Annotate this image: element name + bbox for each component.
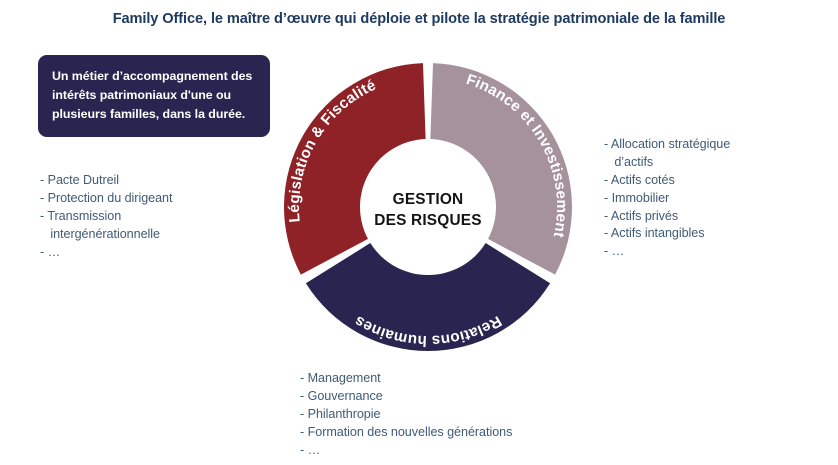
donut-segment[interactable] (430, 63, 572, 275)
donut-segment[interactable] (305, 243, 551, 352)
donut-center-line: GESTION (393, 191, 464, 208)
bullet-legislation-item: - Transmission (40, 208, 122, 223)
bullet-legislation-item: intergénérationnelle (40, 226, 160, 241)
bullet-relations-item: - Formation des nouvelles générations (300, 424, 513, 439)
bullet-list-relations: - Management - Gouvernance - Philanthropie… (300, 370, 600, 459)
bullet-list-finance: - Allocation stratégique d’actifs - Actif… (604, 136, 832, 261)
bullet-relations-item: - … (300, 442, 321, 457)
bullet-finance-item: - … (604, 244, 625, 259)
callout-box: Un métier d’accompagnement des intérêts … (38, 55, 270, 137)
bullet-relations-item: - Philanthropie (300, 406, 381, 421)
bullet-legislation-item: - Protection du dirigeant (40, 190, 173, 205)
page-title: Family Office, le maître d’œuvre qui dép… (112, 11, 726, 27)
donut-center-label: GESTION DES RISQUES (374, 191, 481, 229)
bullet-list-legislation: - Pacte Dutreil - Protection du dirigeant… (40, 172, 270, 261)
callout-text: Un métier d’accompagnement des intérêts … (52, 69, 253, 121)
bullet-legislation-item: - Pacte Dutreil (40, 173, 120, 187)
bullet-finance-item: - Actifs intangibles (604, 226, 705, 241)
donut-center-line: DES RISQUES (374, 212, 481, 229)
bullet-finance-item: - Allocation stratégique (604, 137, 731, 151)
bullet-relations-item: - Gouvernance (300, 388, 383, 403)
bullet-relations-item: - Management (300, 371, 381, 385)
donut-segment[interactable] (284, 63, 426, 275)
bullet-finance-item: - Actifs privés (604, 208, 679, 223)
bullet-legislation-item: - … (40, 244, 61, 259)
bullet-finance-item: d’actifs (604, 154, 654, 169)
bullet-finance-item: - Actifs cotés (604, 172, 675, 187)
bullet-finance-item: - Immobilier (604, 190, 670, 205)
